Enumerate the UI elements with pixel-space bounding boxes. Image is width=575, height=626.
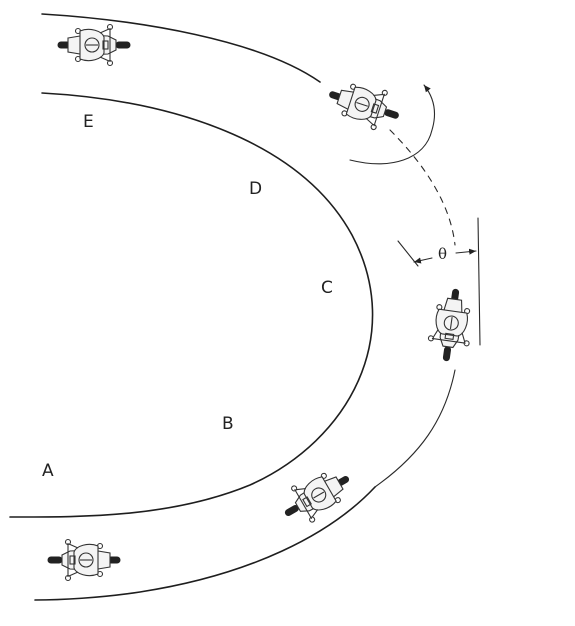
motorcycle-rider-icon [275, 459, 359, 533]
inner-road-edge [9, 92, 374, 518]
point-label-d: D [249, 179, 262, 199]
motorcycle-rider-icon [47, 538, 121, 582]
theta-arrow-left [413, 257, 433, 264]
motorcycle-rider-icon [57, 23, 131, 67]
turn-direction-arc [349, 84, 435, 165]
vertical-reference-line [477, 217, 481, 346]
point-label-b: B [222, 414, 234, 434]
theta-label: θ [438, 245, 447, 263]
outer-road-edge-lower [34, 486, 376, 601]
motorcycle-rider-icon [425, 285, 477, 365]
outer-road-edge-upper [41, 13, 321, 83]
point-label-e: E [83, 112, 94, 132]
motorcycle-rider-icon [322, 73, 406, 137]
travel-path-dashed [389, 129, 456, 246]
travel-path-lower [374, 369, 456, 488]
theta-arrow-right [455, 248, 477, 255]
point-label-a: A [42, 461, 54, 481]
point-label-c: C [321, 278, 333, 298]
